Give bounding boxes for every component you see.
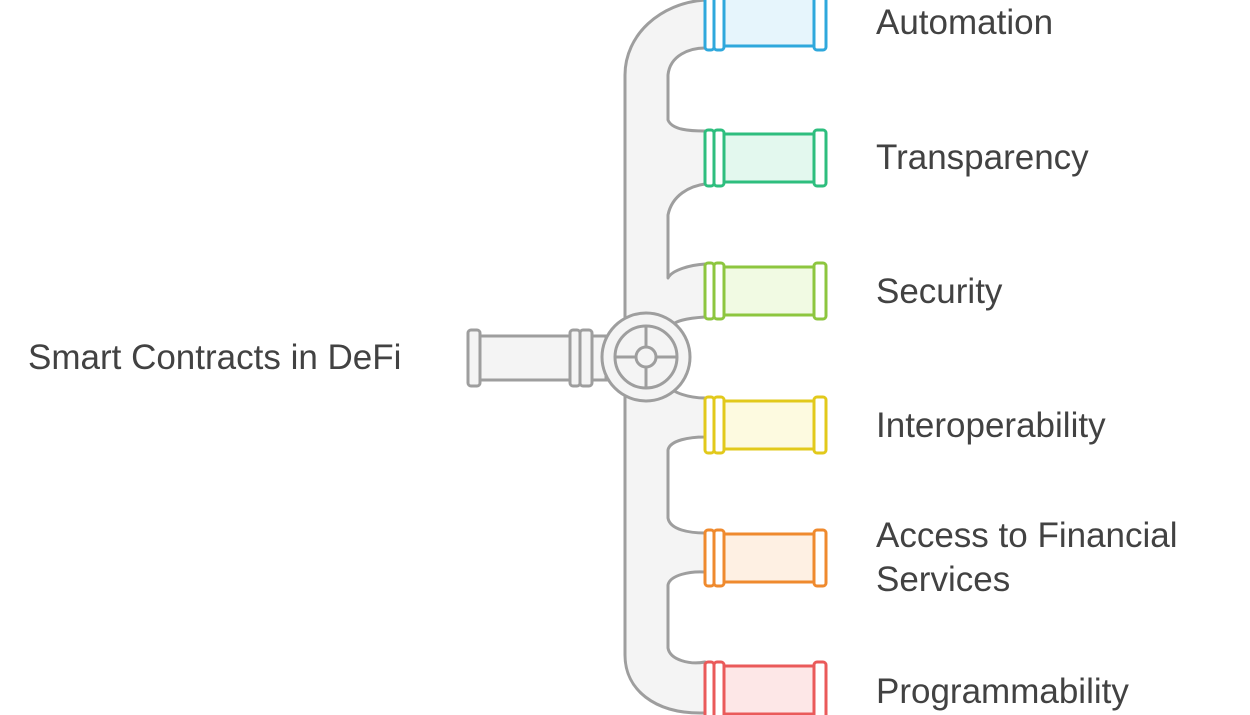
valve-hub (634, 345, 658, 369)
branch-outlet-flange (812, 261, 828, 321)
branch-outlet-flange (812, 395, 828, 455)
source-label: Smart Contracts in DeFi (28, 338, 402, 377)
source-pipe-body (476, 334, 576, 382)
branch-pipe-body (717, 399, 821, 451)
source-outlet-collar (578, 328, 594, 388)
branch-inlet-collar (712, 261, 726, 321)
branch-pipe-3 (703, 261, 828, 321)
branch-pipe-body (717, 0, 821, 48)
branch-pipe-5 (703, 528, 828, 588)
branch-pipe-body (717, 265, 821, 317)
branch-label-interoperability: Interoperability (876, 406, 1106, 445)
branch-inlet-collar (712, 395, 726, 455)
branch-pipe-4 (703, 395, 828, 455)
branch-outlet-flange (812, 0, 828, 52)
branch-inlet-collar (712, 660, 726, 715)
branch-label-automation: Automation (876, 3, 1054, 42)
branch-inlet-collar (712, 528, 726, 588)
branch-label-programmability: Programmability (876, 672, 1129, 711)
source-inlet-flange (466, 328, 482, 388)
branch-pipe-1 (703, 0, 828, 52)
branch-outlet-flange (812, 660, 828, 715)
branch-outlet-flange (812, 528, 828, 588)
branch-pipe-6 (703, 660, 828, 715)
branch-pipe-body (717, 532, 821, 584)
branch-pipe-body (717, 664, 821, 715)
branch-inlet-collar (712, 0, 726, 52)
branch-pipe-body (717, 132, 821, 184)
branch-pipe-2 (703, 128, 828, 188)
branch-label-transparency: Transparency (876, 138, 1089, 177)
branch-outlet-flange (812, 128, 828, 188)
branch-inlet-collar (712, 128, 726, 188)
branch-label-security: Security (876, 272, 1003, 311)
